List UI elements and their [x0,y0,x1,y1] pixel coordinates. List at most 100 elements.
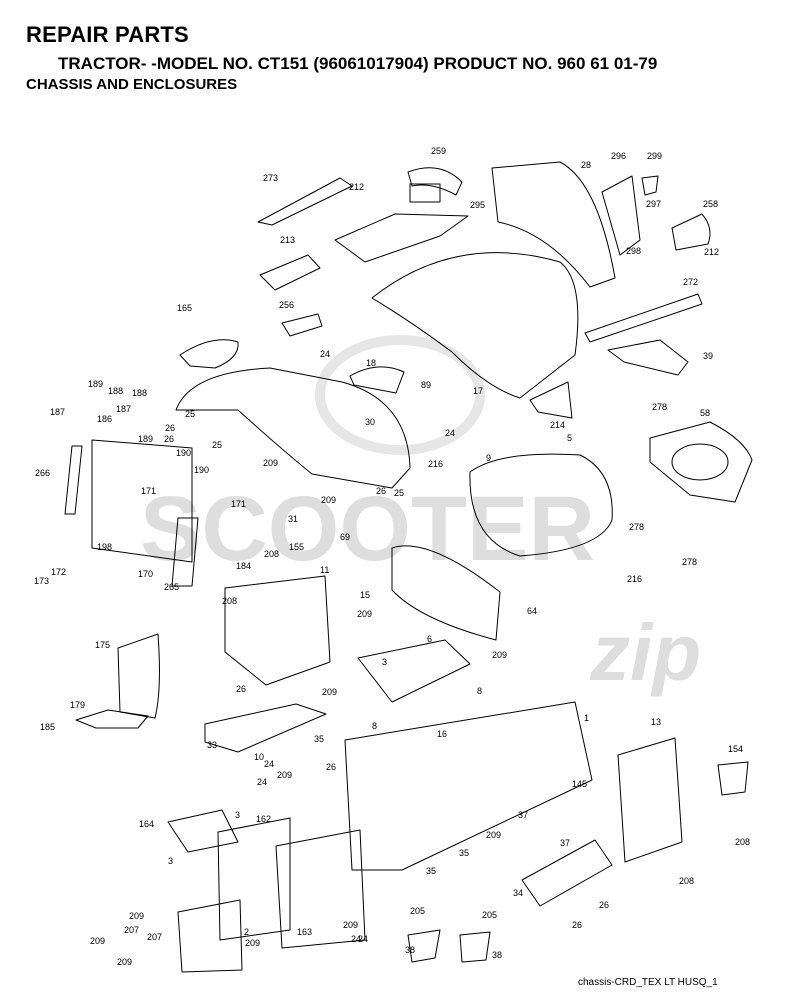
callout-label: 209 [263,458,278,468]
callout-label: 209 [492,650,507,660]
callout-label: 171 [231,499,246,509]
callout-label: 37 [560,838,570,848]
callout-label: 216 [428,459,443,469]
callout-label: 278 [682,557,697,567]
callout-label: 28 [581,160,591,170]
watermark-text-primary: SCOOTER [140,478,595,580]
callout-label: 3 [235,810,240,820]
callout-label: 26 [164,434,174,444]
callout-label: 299 [647,151,662,161]
part-headlight [671,213,711,251]
callout-label: 39 [703,351,713,361]
callout-label: 214 [550,420,565,430]
callout-label: 9 [486,453,491,463]
callout-label: 26 [326,762,336,772]
callout-label: 297 [646,199,661,209]
callout-label: 188 [108,386,123,396]
part-dash-frame [91,439,193,563]
callout-label: 35 [314,734,324,744]
model-subtitle: TRACTOR- -MODEL NO. CT151 (96061017904) … [58,54,658,73]
callout-label: 30 [365,417,375,427]
callout-label: 205 [410,906,425,916]
part-clip [409,183,441,203]
callout-label: 296 [611,151,626,161]
callout-label: 25 [185,409,195,419]
part-air-intake [334,213,469,263]
callout-label: 175 [95,640,110,650]
callout-label: 209 [277,770,292,780]
callout-label: 2 [244,927,249,937]
page-title: REPAIR PARTS [26,22,189,47]
part-cover-opening [671,443,729,481]
callout-label: 209 [117,957,132,967]
callout-label: 3 [168,856,173,866]
callout-label: 5 [567,433,572,443]
part-front-grille [491,161,616,288]
callout-label: 24 [264,759,274,769]
callout-label: 24 [445,428,455,438]
callout-label: 10 [254,752,264,762]
callout-label: 89 [421,380,431,390]
callout-label: 259 [431,146,446,156]
callout-label: 26 [165,423,175,433]
callout-label: 207 [147,932,162,942]
callout-label: 24 [358,934,368,944]
callout-label: 69 [340,532,350,542]
part-handle [349,366,405,394]
callout-label: 278 [652,402,667,412]
part-shroud [391,545,501,641]
callout-label: 26 [599,900,609,910]
callout-label: 24 [320,349,330,359]
callout-label: 208 [222,596,237,606]
callout-label: 58 [700,408,710,418]
callout-label: 145 [572,779,587,789]
callout-label: 24 [257,777,267,787]
part-hitch-right [459,931,491,963]
callout-label: 184 [236,561,251,571]
callout-label: 25 [212,440,222,450]
callout-label: 35 [459,848,469,858]
part-seat-plate [281,313,323,337]
callout-label: 209 [357,609,372,619]
part-rear-cap [407,167,463,196]
callout-label: 273 [263,173,278,183]
callout-label: 34 [513,888,523,898]
callout-label: 209 [343,920,358,930]
callout-label: 258 [703,199,718,209]
part-hood [371,252,579,399]
callout-label: 37 [518,810,528,820]
part-footrest-right [521,839,613,907]
callout-label: 212 [349,182,364,192]
callout-label: 164 [139,819,154,829]
watermark-text-secondary: zip [589,608,701,697]
callout-label: 26 [376,486,386,496]
callout-label: 162 [256,814,271,824]
part-rear-bracket [717,761,749,796]
callout-label: 265 [164,582,179,592]
part-pedal [75,709,149,729]
callout-label: 216 [627,574,642,584]
callout-label: 170 [138,569,153,579]
callout-label: 189 [88,379,103,389]
callout-label: 212 [704,247,719,257]
callout-label: 187 [50,407,65,417]
callout-label: 207 [124,925,139,935]
part-rear-panel [617,737,683,863]
callout-label: 185 [40,722,55,732]
callout-label: 8 [477,686,482,696]
callout-label: 26 [236,684,246,694]
part-fuel-cap [179,339,239,369]
callout-label: 209 [90,936,105,946]
callout-label: 187 [116,404,131,414]
part-step-left [167,809,239,853]
callout-label: 171 [141,486,156,496]
section-title: CHASSIS AND ENCLOSURES [26,76,238,93]
callout-label: 33 [207,740,217,750]
part-pedal-cover [117,633,160,719]
part-side-plate [275,829,366,949]
part-hood-bracket [259,254,321,291]
part-console [224,575,331,686]
part-side-grille [584,293,703,343]
